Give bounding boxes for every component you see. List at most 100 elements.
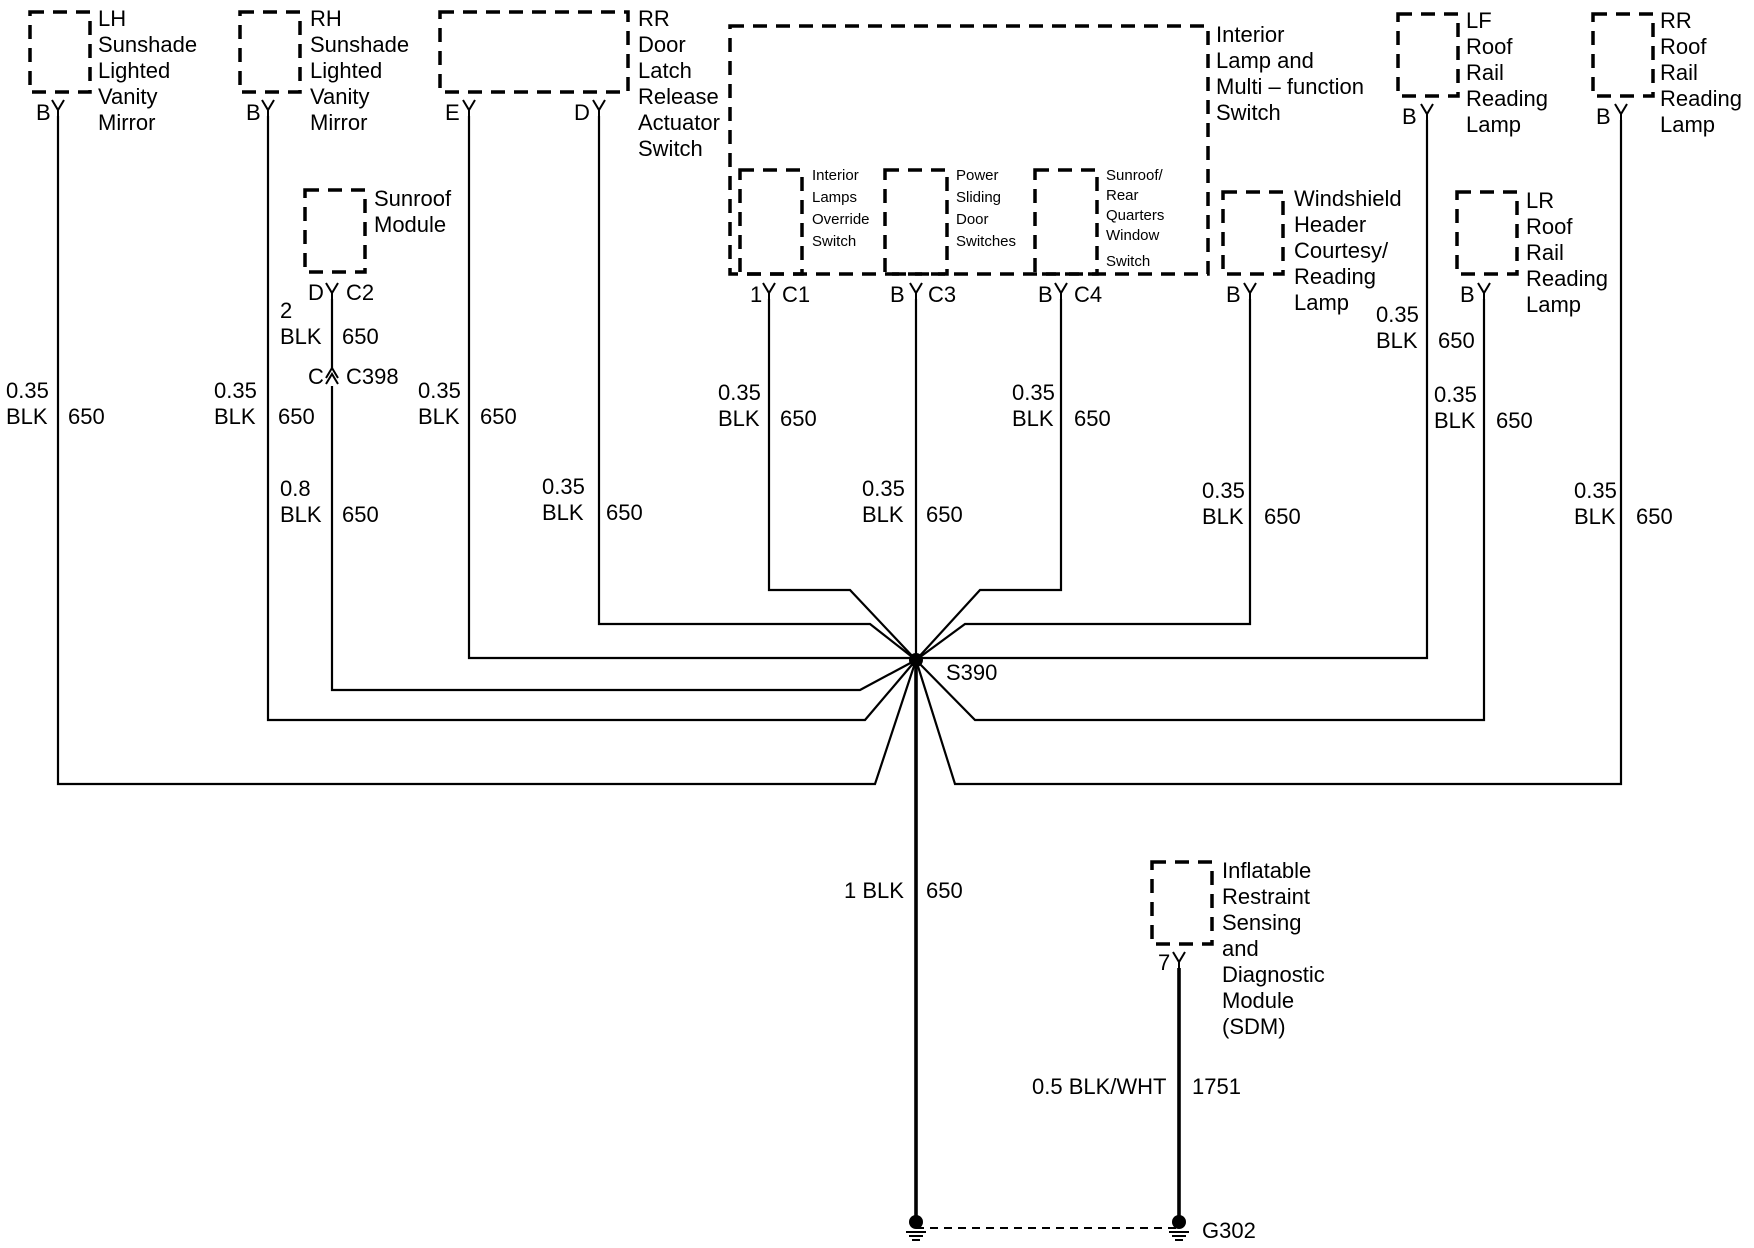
rr-d-connector	[592, 99, 606, 116]
rr-e-connector	[462, 99, 476, 116]
rr-door-latch-switch-box[interactable]	[438, 10, 630, 94]
wire-rr-e-circuit: 650	[480, 404, 517, 429]
wire-lh-gauge: 0.35	[6, 378, 49, 403]
connector-c4: C4	[1074, 282, 1102, 307]
wire-sun-top-circuit: 650	[342, 324, 379, 349]
connector-c398: C398	[346, 364, 399, 389]
wire-c3-gauge: 0.35	[862, 476, 905, 501]
sunroof-c2-connector	[325, 282, 339, 299]
sunroof-module-box[interactable]	[303, 188, 367, 274]
sunroof-window-switch-box[interactable]	[1033, 168, 1099, 276]
ground-right-dot	[1172, 1215, 1186, 1229]
wire-rr-roof-color: BLK	[1574, 504, 1616, 529]
wire-wind-color: BLK	[1202, 504, 1244, 529]
component-labels: LH Sunshade Lighted Vanity Mirror RH Sun…	[98, 6, 1748, 1039]
c4-connector	[1054, 282, 1068, 299]
wire-rh[interactable]	[266, 116, 917, 722]
wire-sun-bot-circuit: 650	[342, 502, 379, 527]
windshield-lamp-box[interactable]	[1221, 190, 1285, 276]
override-switch-box[interactable]	[738, 168, 804, 276]
connector-c3: C3	[928, 282, 956, 307]
wire-rr-d-gauge: 0.35	[542, 474, 585, 499]
wire-lr-circuit: 650	[1496, 408, 1533, 433]
interior-lamp-switch-label: Interior Lamp and Multi – function Switc…	[1216, 22, 1370, 125]
interior-lamp-switch-box[interactable]	[728, 24, 1210, 276]
pin-rh: B	[246, 100, 261, 125]
pin-sunroof-d: D	[308, 280, 324, 305]
rr-roof-lamp-box[interactable]	[1591, 12, 1655, 98]
ground-g302-label: G302	[1202, 1218, 1256, 1243]
sdm-label: Inflatable Restraint Sensing and Diagnos…	[1222, 858, 1331, 1039]
windshield-lamp-label: Windshield Header Courtesy/ Reading Lamp	[1294, 186, 1408, 315]
wire-main-circuit: 650	[926, 878, 963, 903]
pin-lr: B	[1460, 282, 1475, 307]
wire-lr[interactable]	[915, 299, 1486, 722]
lh-connector	[51, 99, 65, 116]
wire-rr-e-color: BLK	[418, 404, 460, 429]
wire-rr-roof[interactable]	[914, 120, 1623, 786]
c3-connector	[909, 282, 923, 299]
rh-vanity-mirror-box[interactable]	[238, 10, 302, 94]
connector-c1: C1	[782, 282, 810, 307]
wire-lr-color: BLK	[1434, 408, 1476, 433]
ground-left-dot	[909, 1215, 923, 1229]
rr-roof-connector	[1614, 103, 1628, 120]
wire-wind-circuit: 650	[1264, 504, 1301, 529]
wire-rr-d[interactable]	[597, 116, 917, 661]
wire-c3-color: BLK	[862, 502, 904, 527]
sliding-door-switches-box[interactable]	[883, 168, 949, 276]
lh-vanity-mirror-box[interactable]	[28, 10, 92, 94]
lr-roof-lamp-box[interactable]	[1455, 190, 1519, 276]
pin-lh: B	[36, 100, 51, 125]
wire-c4-color: BLK	[1012, 406, 1054, 431]
wire-c1[interactable]	[767, 299, 917, 661]
wire-lh[interactable]	[56, 116, 918, 786]
lf-roof-lamp-box[interactable]	[1396, 12, 1460, 98]
wire-rr-e-gauge: 0.35	[418, 378, 461, 403]
wire-c1-color: BLK	[718, 406, 760, 431]
wire-rr-d-circuit: 650	[606, 500, 643, 525]
pin-rr-e: E	[445, 100, 460, 125]
wire-sunroof-lower[interactable]	[330, 386, 917, 692]
rr-door-latch-label: RR Door Latch Release Actuator Switch	[638, 6, 726, 161]
pin-lf: B	[1402, 104, 1417, 129]
override-switch-label: Interior Lamps Override Switch	[812, 167, 874, 250]
wire-lf-color: BLK	[1376, 328, 1418, 353]
wire-sdm-label: 0.5 BLK/WHT	[1032, 1074, 1166, 1099]
lf-roof-lamp-label: LF Roof Rail Reading Lamp	[1466, 8, 1554, 137]
pin-c1: 1	[750, 282, 762, 307]
sunroof-window-label: Sunroof/ Rear Quarters Window Switch	[1106, 167, 1169, 270]
wire-lf[interactable]	[916, 120, 1429, 660]
rh-connector	[261, 99, 275, 116]
wire-rr-d-color: BLK	[542, 500, 584, 525]
connector-symbols	[51, 99, 1628, 968]
component-boxes	[28, 10, 1655, 946]
lr-connector	[1477, 282, 1491, 299]
sdm-box[interactable]	[1150, 860, 1214, 946]
wire-c4-circuit: 650	[1074, 406, 1111, 431]
c1-connector	[762, 282, 776, 299]
pin-c3: B	[890, 282, 905, 307]
wire-wind-gauge: 0.35	[1202, 478, 1245, 503]
pin-rr-d: D	[574, 100, 590, 125]
lf-connector	[1420, 103, 1434, 120]
wire-rh-gauge: 0.35	[214, 378, 257, 403]
wire-lf-circuit: 650	[1438, 328, 1475, 353]
wire-c4[interactable]	[915, 299, 1063, 661]
pin-c398: C	[308, 364, 324, 389]
pin-rr-roof: B	[1596, 104, 1611, 129]
splice-s390-dot[interactable]	[909, 653, 923, 667]
wire-rr-e[interactable]	[467, 116, 916, 660]
ground-right-icon	[1169, 1231, 1189, 1241]
wire-windshield[interactable]	[915, 299, 1252, 661]
wire-lf-gauge: 0.35	[1376, 302, 1419, 327]
wire-sun-bot-gauge: 0.8	[280, 476, 311, 501]
wire-lr-gauge: 0.35	[1434, 382, 1477, 407]
rr-roof-lamp-label: RR Roof Rail Reading Lamp	[1660, 8, 1748, 137]
pin-windshield: B	[1226, 282, 1241, 307]
wire-sdm-circuit: 1751	[1192, 1074, 1241, 1099]
wire-rh-color: BLK	[214, 404, 256, 429]
lr-roof-lamp-label: LR Roof Rail Reading Lamp	[1526, 188, 1614, 317]
rh-vanity-label: RH Sunshade Lighted Vanity Mirror	[310, 6, 415, 135]
